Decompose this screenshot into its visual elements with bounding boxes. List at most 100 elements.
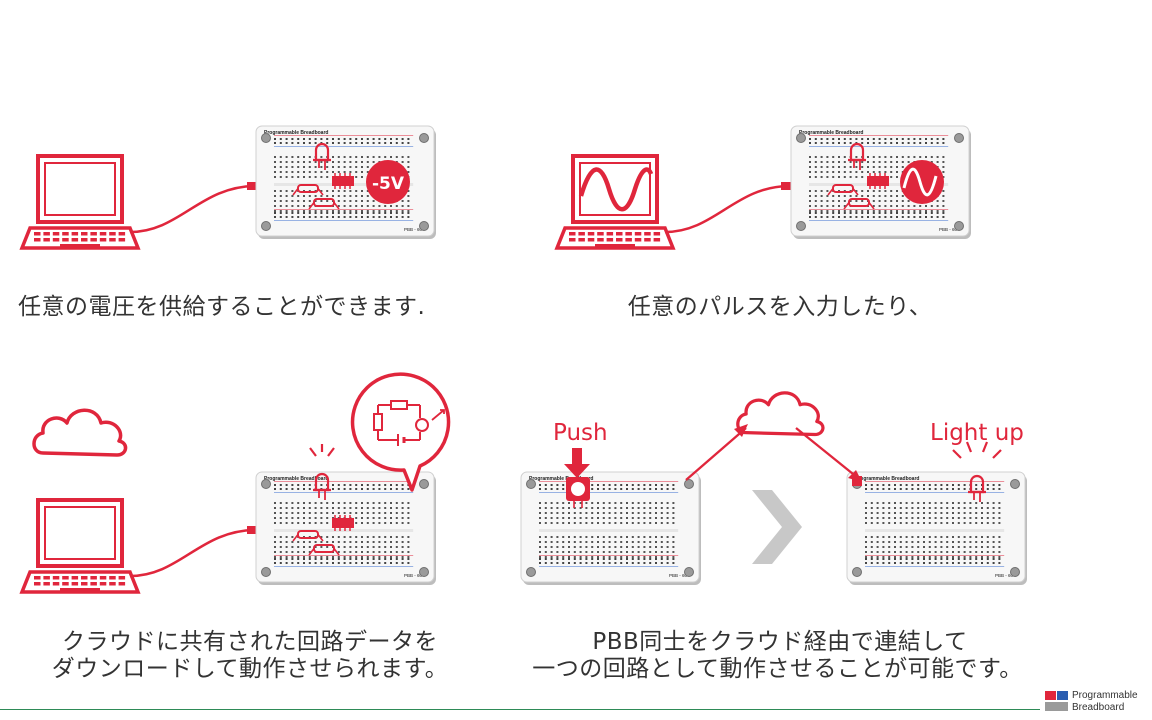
laptop-key — [62, 238, 69, 242]
board-hole — [355, 551, 358, 553]
rail-hole — [878, 138, 881, 140]
board-hole — [285, 210, 288, 212]
rail-hole — [934, 562, 937, 564]
board-hole — [372, 551, 375, 553]
board-hole — [562, 546, 565, 548]
rail-hole — [337, 562, 340, 564]
board-hole — [649, 541, 652, 543]
board-hole — [291, 200, 294, 202]
board-hole — [361, 507, 363, 509]
board-hole — [986, 517, 989, 519]
board-hole — [672, 546, 675, 548]
rail-hole — [556, 558, 559, 560]
board-hole — [832, 171, 835, 173]
board-hole — [925, 205, 927, 207]
rail-hole — [660, 488, 663, 490]
board-hole — [556, 522, 559, 524]
board-hole — [308, 171, 311, 173]
board-hole — [361, 210, 363, 212]
rail-hole — [631, 562, 634, 564]
board-hole — [539, 507, 541, 509]
laptop-key — [644, 238, 651, 242]
board-hole — [602, 551, 605, 553]
rail-hole — [539, 558, 541, 560]
rail-hole — [366, 558, 369, 560]
board-hole — [809, 176, 811, 178]
board-hole — [337, 541, 340, 543]
board-hole — [643, 522, 646, 524]
board-hole — [867, 156, 869, 158]
rail-hole — [585, 558, 588, 560]
board-hole — [303, 551, 305, 553]
laptop-voltage — [19, 154, 141, 250]
laptop-key — [616, 238, 623, 242]
board-screw — [954, 221, 964, 231]
board-hole — [876, 541, 879, 543]
board-hole — [390, 156, 392, 158]
board-hole — [890, 166, 893, 168]
board-hole — [884, 156, 887, 158]
rail-hole — [602, 488, 605, 490]
board-hole — [820, 205, 823, 207]
board-hole — [579, 551, 582, 553]
board-hole — [899, 556, 902, 558]
board-hole — [923, 551, 925, 553]
board-hole — [407, 156, 410, 158]
laptop-key — [634, 238, 642, 242]
board-hole — [579, 556, 582, 558]
board-hole — [544, 536, 547, 538]
board-hole — [568, 512, 570, 514]
cable-plug — [247, 182, 257, 190]
rail-hole — [556, 488, 559, 490]
rail-hole — [986, 558, 989, 560]
board-hole — [539, 512, 541, 514]
board-hole — [614, 541, 617, 543]
board-hole — [332, 161, 334, 163]
board-hole — [337, 171, 340, 173]
board-hole — [946, 541, 949, 543]
board-hole — [814, 205, 817, 207]
rail-hole — [361, 562, 363, 564]
rail-hole — [637, 562, 640, 564]
rail-hole — [395, 488, 398, 490]
board-hole — [820, 195, 823, 197]
board-hole — [649, 502, 652, 504]
board-hole — [655, 546, 657, 548]
board-hole — [975, 551, 978, 553]
rail-hole — [337, 216, 340, 218]
rail-hole — [888, 484, 891, 486]
board-hole — [872, 190, 875, 192]
rail-hole — [401, 138, 404, 140]
board-hole — [896, 161, 898, 163]
rail-hole — [349, 558, 352, 560]
board-hole — [872, 166, 875, 168]
board-hole — [946, 522, 949, 524]
rail-hole — [878, 142, 881, 144]
board-hole — [343, 551, 346, 553]
board-hole — [608, 512, 611, 514]
rail-hole — [361, 138, 363, 140]
board-hole — [279, 502, 282, 504]
board-hole — [832, 161, 835, 163]
board-hole — [597, 507, 599, 509]
rail-hole — [952, 488, 954, 490]
rail-hole — [940, 562, 943, 564]
board-hole — [655, 536, 657, 538]
board-hole — [279, 551, 282, 553]
rail-hole — [562, 562, 565, 564]
rail-hole — [544, 562, 547, 564]
board-hole — [820, 190, 823, 192]
board-hole — [884, 205, 887, 207]
board-hole — [361, 502, 363, 504]
board-hole — [602, 556, 605, 558]
board-hole — [867, 166, 869, 168]
board-hole — [285, 190, 288, 192]
board-hole — [366, 502, 369, 504]
board-hole — [614, 517, 617, 519]
board-hole — [349, 512, 352, 514]
board-hole — [975, 546, 978, 548]
brand-logo: Programmable Breadboard — [1044, 690, 1152, 720]
board-hole — [320, 507, 323, 509]
board-hole — [285, 546, 288, 548]
rail-hole — [401, 488, 404, 490]
